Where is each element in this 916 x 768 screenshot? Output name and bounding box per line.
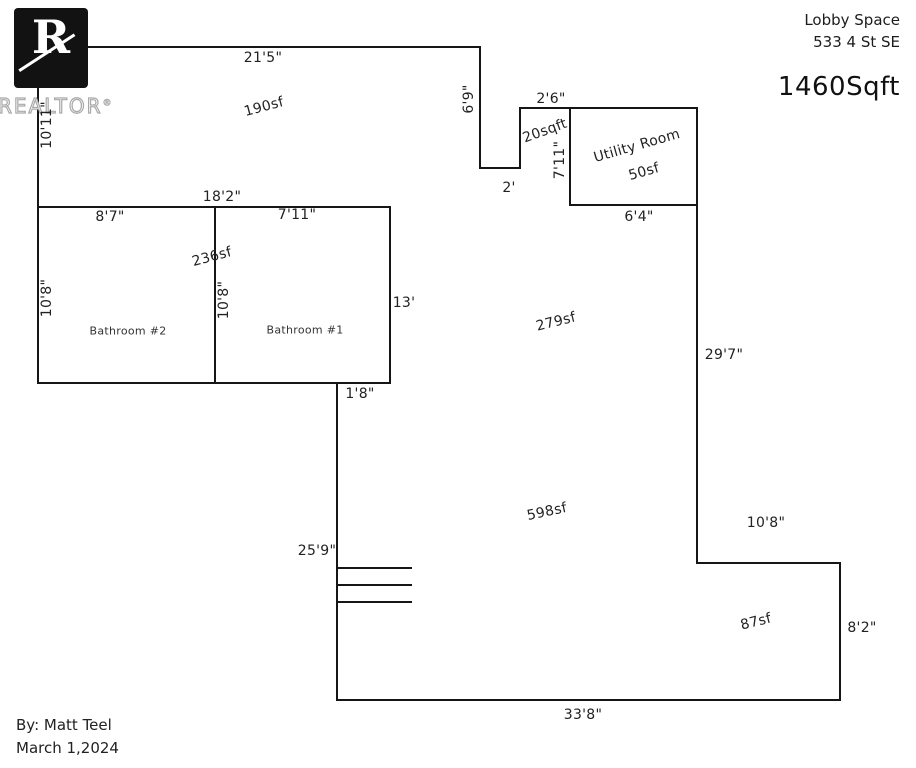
dimension-top-21-5: 21'5" <box>243 50 283 66</box>
realtor-logo-letter: R <box>31 10 71 64</box>
dimension-6-9: 6'9" <box>461 84 477 114</box>
utility-room-walls <box>569 108 697 206</box>
dimension-25-9: 25'9" <box>297 543 337 559</box>
dimension-33-8: 33'8" <box>563 707 603 723</box>
dimension-8-2: 8'2" <box>847 620 877 636</box>
plan-address: 533 4 St SE <box>813 32 900 51</box>
bathroom-walls <box>37 47 391 384</box>
dimension-bath1-7-11: 7'11" <box>277 207 317 223</box>
dimension-29-7: 29'7" <box>704 347 744 363</box>
dimension-13: 13' <box>392 295 416 311</box>
dimension-6-4: 6'4" <box>624 209 654 225</box>
room-label-bathroom-2: Bathroom #2 <box>89 324 167 338</box>
dimension-right-10-8: 10'8" <box>746 515 786 531</box>
wall-outline <box>38 46 841 701</box>
dimension-utility-7-11: 7'11" <box>552 140 568 180</box>
realtor-wordmark-text: REALTOR <box>0 93 103 118</box>
dimension-2: 2' <box>502 180 516 196</box>
plan-date: March 1,2024 <box>16 738 119 757</box>
realtor-wordmark: REALTOR® <box>0 93 114 118</box>
room-label-bathroom-1: Bathroom #1 <box>266 323 344 337</box>
dimension-mid-10-8: 10'8" <box>216 280 232 320</box>
dimension-left-10-11: 10'11" <box>39 101 55 149</box>
dimension-18-2: 18'2" <box>202 189 242 205</box>
dimension-left-10-8: 10'8" <box>39 278 55 318</box>
dimension-8-7: 8'7" <box>95 209 125 225</box>
realtor-logo: R <box>14 8 88 88</box>
dimension-2-6: 2'6" <box>536 91 566 107</box>
total-area-label: 1460Sqft <box>777 72 900 102</box>
registered-mark: ® <box>102 98 114 109</box>
dimension-1-8: 1'8" <box>345 386 375 402</box>
author-credit: By: Matt Teel <box>16 716 112 734</box>
plan-footer: By: Matt Teel March 1,2024 <box>16 714 119 759</box>
plan-header: Lobby Space 533 4 St SE <box>804 10 900 54</box>
plan-title: Lobby Space <box>804 11 900 29</box>
stairs-lines <box>337 567 412 603</box>
